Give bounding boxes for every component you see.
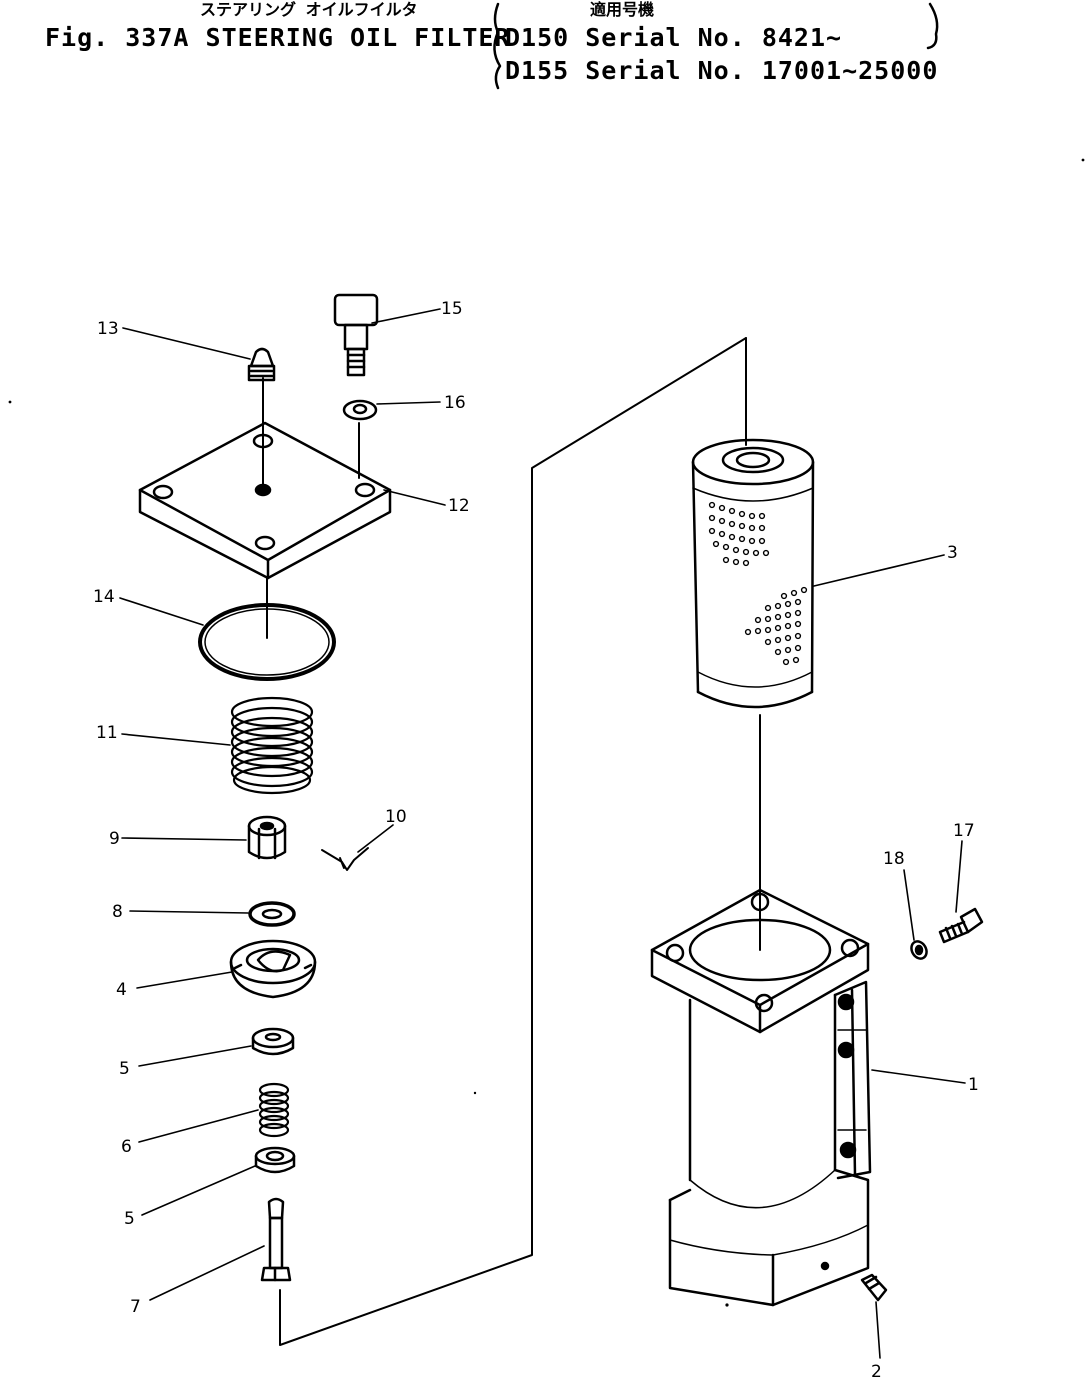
castle-nut-part [247,815,287,860]
part-label-4: 4 [116,980,127,1000]
part-label-18: 18 [883,849,905,869]
serial-range-d155: D155 Serial No. 17001~25000 [505,56,939,85]
assembly-lines [262,337,761,1346]
cover-plate-part [138,421,392,580]
washer-part-8 [248,901,296,927]
part-label-17: 17 [953,821,975,841]
part-label-11: 11 [96,723,118,743]
part-label-1: 1 [968,1075,979,1095]
part-label-3: 3 [947,543,958,563]
part-label-2: 2 [871,1362,882,1380]
drain-plug-part [860,1273,888,1302]
spacer-part-upper [251,1027,295,1056]
breather-plug-part [247,347,276,382]
filter-perforations [708,501,808,666]
part-label-5-lower: 5 [124,1209,135,1229]
bolt-part [333,293,379,377]
filter-element-part [691,438,815,709]
part-label-13: 13 [97,319,119,339]
spacer-part-lower [254,1146,296,1174]
small-spring-part [258,1082,290,1138]
part-label-14: 14 [93,587,115,607]
stud-bolt-part [260,1197,292,1282]
part-label-10: 10 [385,807,407,827]
part-label-8: 8 [112,902,123,922]
o-ring-part [198,603,336,681]
scan-specks [8,158,1085,1307]
figure-title: Fig. 337A STEERING OIL FILTER [45,23,511,52]
japanese-applicable-label: 適用号機 [590,0,655,19]
title-bracket-left [493,2,502,90]
part-label-15: 15 [441,299,463,319]
part-label-5-upper: 5 [119,1059,130,1079]
washer-part [342,399,378,421]
filter-body-part [650,888,872,1307]
japanese-title: ステアリング オイルフイルタ [200,0,418,19]
coil-spring-part [230,696,314,795]
serial-range-d150: D150 Serial No. 8421~ [505,23,843,52]
title-bracket-right [926,2,939,50]
valve-seat-part [229,939,317,999]
side-bracket [833,980,872,1180]
part-number-labels: 13 15 16 12 14 11 9 10 8 4 5 6 5 7 3 1 2… [93,299,979,1380]
part-label-12: 12 [448,496,470,516]
bolt-part-17 [938,907,984,944]
leader-lines [119,308,966,1359]
part-label-6: 6 [121,1137,132,1157]
part-label-7: 7 [130,1297,141,1317]
part-label-9: 9 [109,829,120,849]
washer-part-18 [910,940,928,960]
part-label-16: 16 [444,393,466,413]
cotter-pin-part [321,847,369,871]
